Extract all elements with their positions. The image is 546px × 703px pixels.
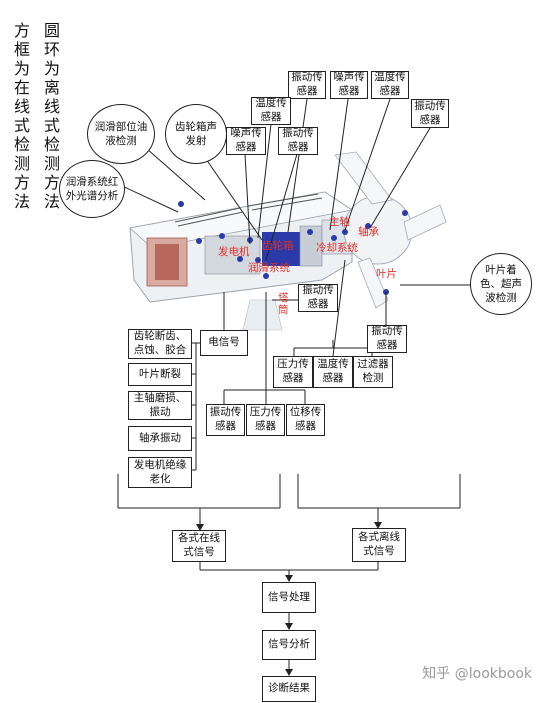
sensor-vibration-blade: 振动传感器 xyxy=(367,325,407,353)
label-tower: 塔筒 xyxy=(278,292,289,317)
signal-analysis-box: 信号分析 xyxy=(262,630,316,660)
label-gearbox: 齿轮箱 xyxy=(262,240,294,252)
circle-blade-coloring-ultrasonic: 叶片着色、超声波检测 xyxy=(470,253,532,315)
filter-detection-box: 过滤器检测 xyxy=(353,356,393,388)
sensor-vibration-top-far: 振动传感器 xyxy=(411,99,449,128)
sensor-vibration-left: 振动传感器 xyxy=(278,127,318,155)
fault-bearing-vibration: 轴承振动 xyxy=(128,426,192,451)
signal-processing-box: 信号处理 xyxy=(262,582,316,613)
diagnosis-result-box: 诊断结果 xyxy=(262,676,316,702)
legend-offline-method: 圆环为离线式检测方法 xyxy=(41,22,60,212)
sensor-temperature-mid-lower: 温度传感器 xyxy=(313,356,353,388)
sensor-noise-left: 噪声传感器 xyxy=(226,127,266,155)
wind-turbine-illustration xyxy=(129,151,447,331)
label-cooling-system: 冷却系统 xyxy=(316,242,358,254)
sensor-noise-top: 噪声传感器 xyxy=(330,71,368,99)
fault-shaft-wear: 主轴磨损、振动 xyxy=(128,391,192,420)
circle-gearbox-acoustic-emission: 齿轮箱声发射 xyxy=(165,104,227,164)
legend-online-method: 方框为在线式检测方法 xyxy=(11,22,30,212)
fault-generator-insulation: 发电机绝缘老化 xyxy=(128,457,192,488)
sensor-vibration-lower: 振动传感器 xyxy=(206,404,245,436)
label-lube-system: 润滑系统 xyxy=(248,262,290,274)
label-main-shaft: 主轴 xyxy=(329,216,350,228)
fault-blade-crack: 叶片断裂 xyxy=(128,363,192,386)
label-bearing: 轴承 xyxy=(358,226,379,238)
fault-gear-damage: 齿轮断齿、点蚀、胶合 xyxy=(128,329,192,359)
label-generator: 发电机 xyxy=(218,246,250,258)
sensor-vibration-tower: 振动传感器 xyxy=(298,284,338,312)
online-signals-box: 各式在线式信号 xyxy=(172,530,226,562)
sensor-vibration-top: 振动传感器 xyxy=(288,71,326,99)
circle-lube-oil-detection: 润滑部位油液检测 xyxy=(87,104,155,164)
sensor-temperature-top: 温度传感器 xyxy=(371,71,409,99)
circle-lube-infrared-analysis: 润滑系统红外光谱分析 xyxy=(59,160,125,218)
electric-signal-box: 电信号 xyxy=(200,330,248,356)
sensor-pressure-mid: 压力传感器 xyxy=(273,356,313,388)
sensor-displacement-lower: 位移传感器 xyxy=(286,404,325,436)
offline-signals-box: 各式离线式信号 xyxy=(352,528,406,562)
sensor-pressure-lower: 压力传感器 xyxy=(246,404,285,436)
sensor-temperature-mid: 温度传感器 xyxy=(251,97,291,125)
label-blade: 叶片 xyxy=(376,268,397,280)
watermark-text: 知乎 @lookbook xyxy=(422,666,532,682)
